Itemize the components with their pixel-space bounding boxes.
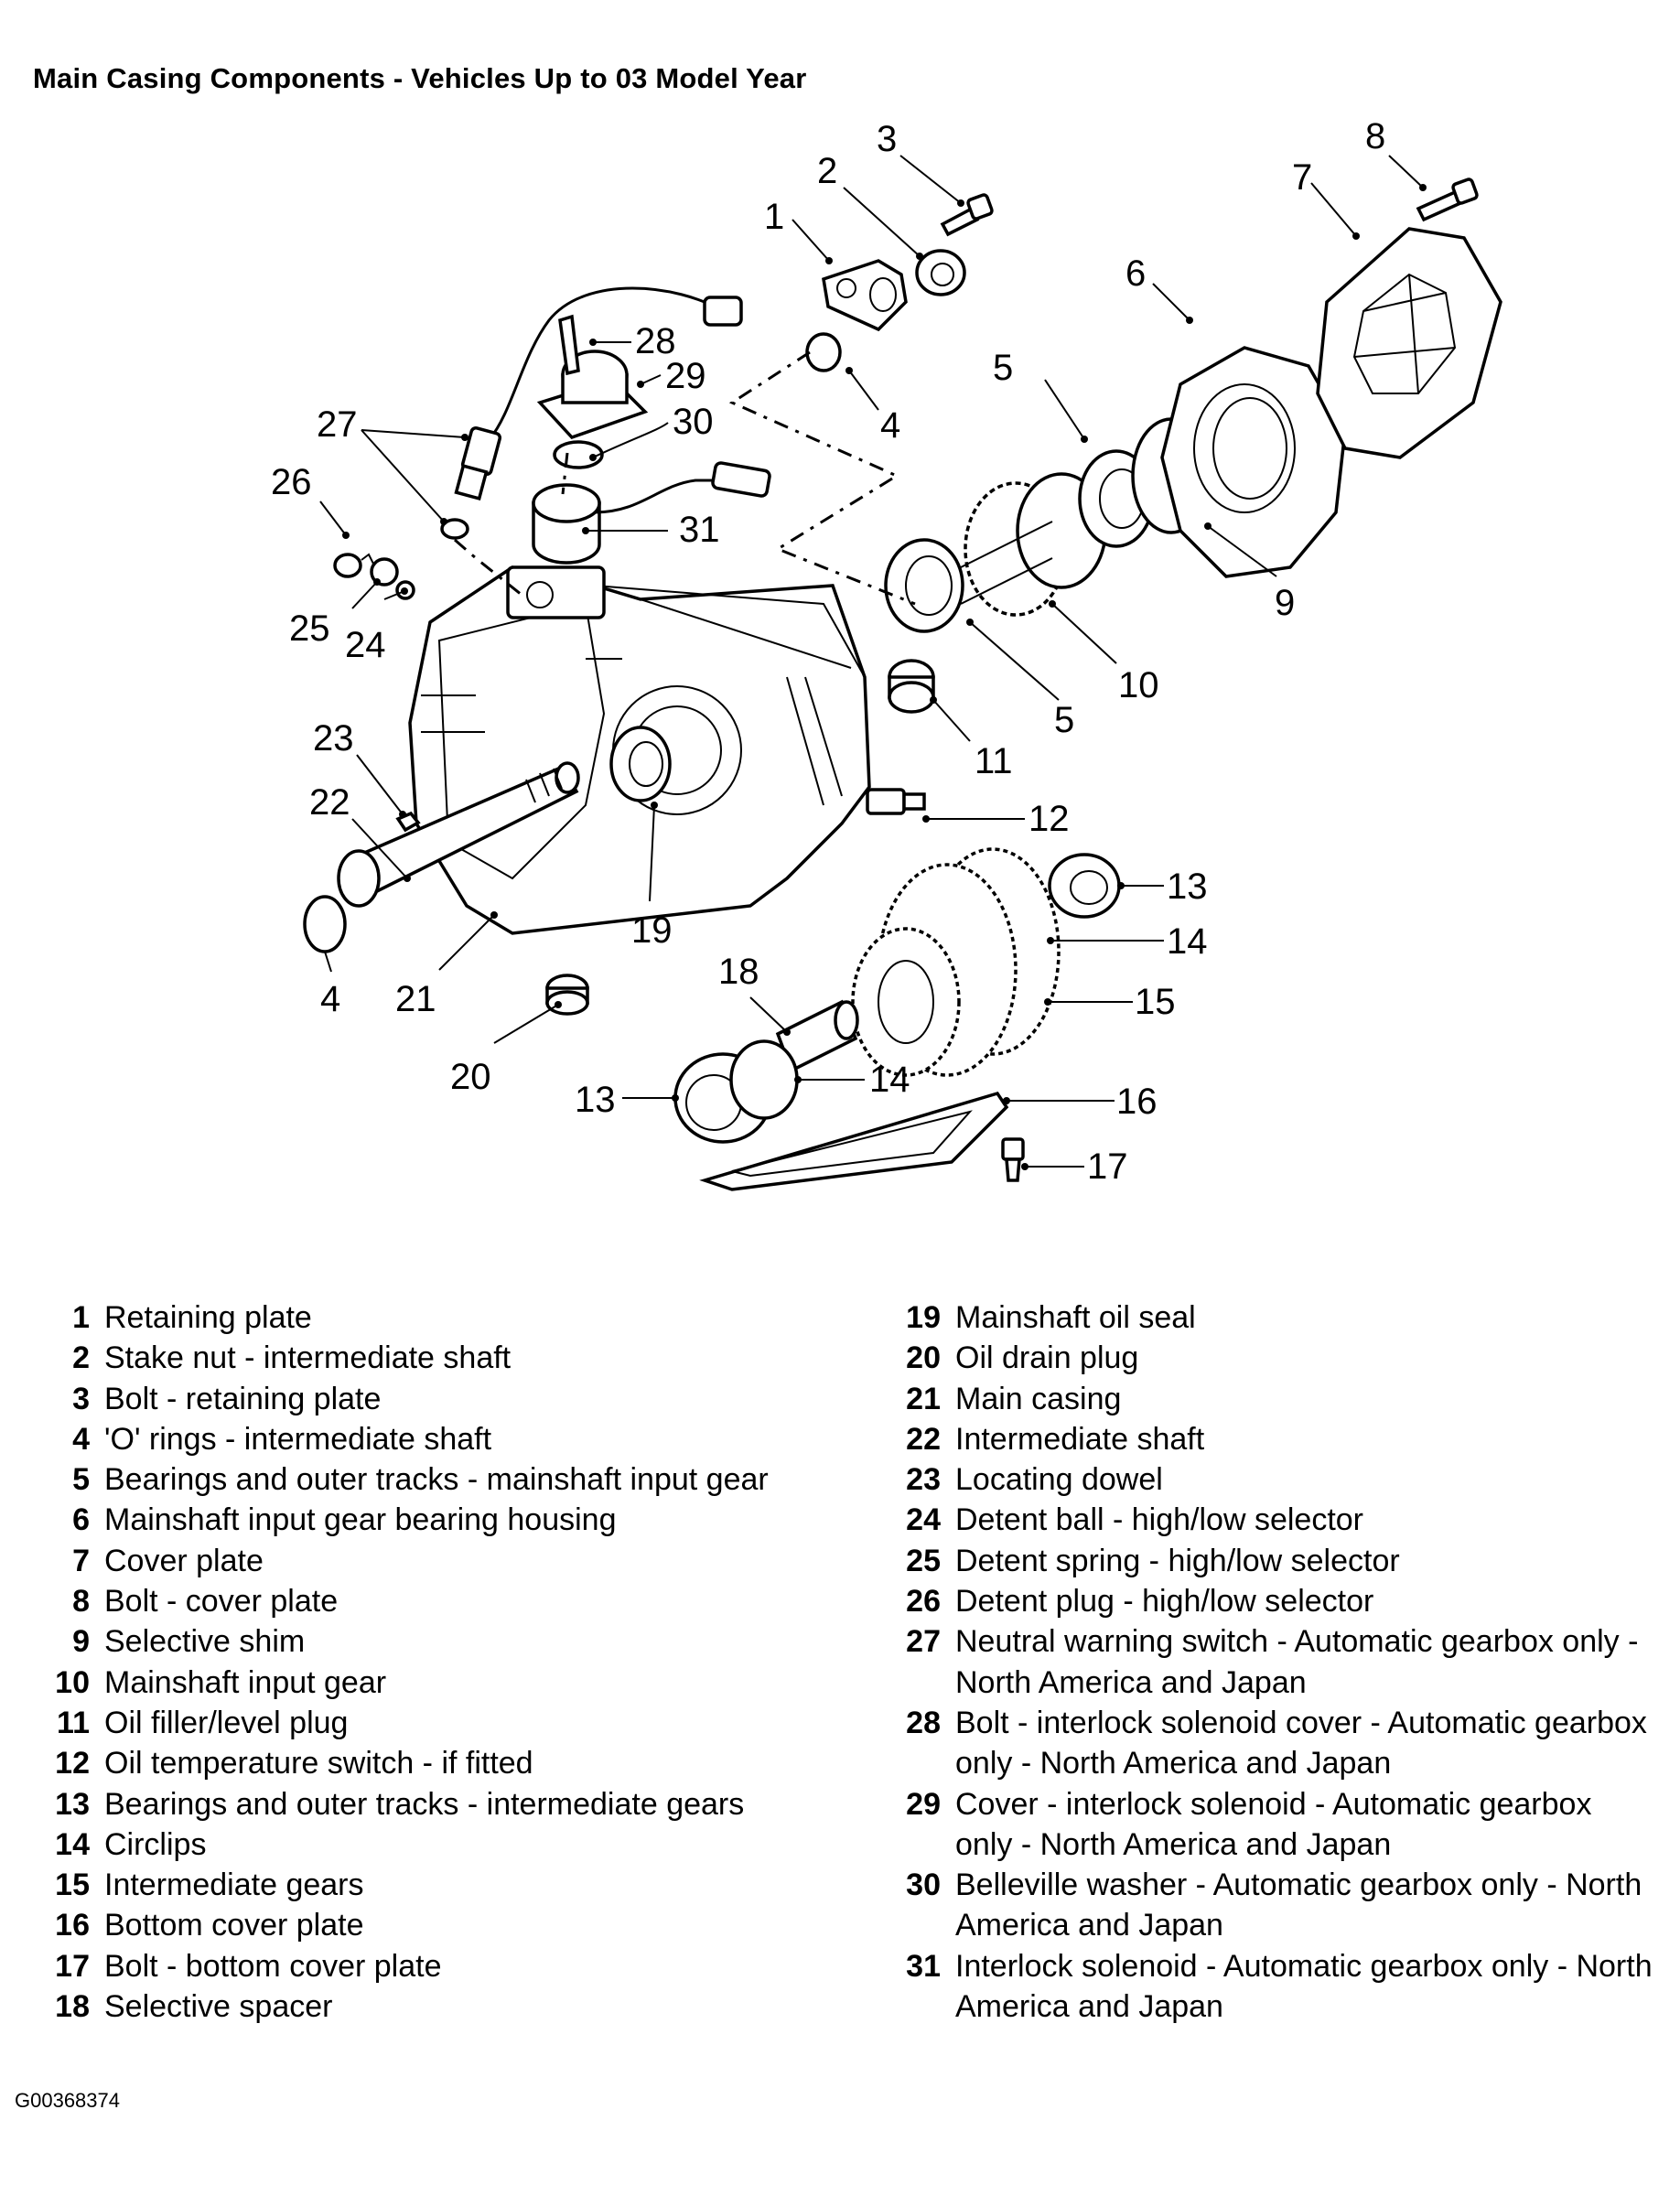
callout-19: 19 [631,910,673,951]
callout-16: 16 [1116,1082,1158,1122]
neutral-warning-switch-drawing [440,286,743,540]
callout-5: 5 [993,348,1013,388]
callout-28: 28 [635,321,676,361]
o-ring-lower-drawing [303,895,347,953]
callout-5-lower: 5 [1054,700,1074,740]
callout-1: 1 [764,197,784,237]
bottom-cover-bolt-drawing [1001,1137,1025,1182]
callout-13-lower: 13 [575,1080,616,1120]
exploded-view-diagram: 1 2 3 4 5 6 7 8 9 10 5 11 12 13 14 15 16… [271,116,1502,1191]
intermediate-shaft-drawing [337,761,580,908]
intermediate-bearing-upper-drawing [1048,853,1121,919]
callout-18: 18 [718,952,759,992]
retaining-plate-bolt-drawing [940,193,994,237]
bottom-cover-plate-drawing [699,1091,1009,1191]
cover-plate-bolt-drawing [1416,178,1479,222]
callout-23: 23 [313,718,354,759]
callout-27: 27 [317,404,358,445]
callout-9: 9 [1275,583,1295,623]
callout-22: 22 [309,782,350,823]
stake-nut-drawing [915,249,966,296]
callout-14: 14 [1167,921,1208,962]
intermediate-bearing-lower-drawing [673,1039,799,1144]
callout-4-lower: 4 [320,979,340,1019]
callout-25: 25 [289,608,330,649]
callout-24: 24 [345,625,386,665]
callout-31: 31 [679,510,720,550]
callout-4: 4 [880,405,900,446]
leader-lines [319,155,1427,1170]
bearing-housing-drawing [1160,346,1347,578]
figure-code: G00368374 [15,2089,120,2112]
assembly-lines [454,350,916,606]
callout-10: 10 [1118,665,1159,705]
diagram-title: Main Casing Components - Vehicles Up to … [33,62,807,94]
callout-30: 30 [673,402,714,442]
cover-plate-drawing [1316,227,1502,459]
callout-14-lower: 14 [869,1060,910,1100]
interlock-solenoid-drawing [532,461,771,565]
callout-7: 7 [1292,157,1312,198]
callout-13: 13 [1167,866,1208,907]
callout-21: 21 [395,979,436,1019]
intermediate-gears-drawing [851,847,1061,1077]
oil-temperature-switch-drawing [866,788,926,815]
callout-20: 20 [450,1057,491,1097]
callout-8: 8 [1365,116,1385,156]
mainshaft-input-gear-drawing [884,449,1155,633]
callout-12: 12 [1028,799,1070,839]
callout-17: 17 [1087,1146,1128,1187]
callout-6: 6 [1125,253,1146,294]
callout-29: 29 [665,356,706,396]
interlock-solenoid-cover-drawing [536,314,649,440]
callout-15: 15 [1135,982,1176,1022]
callout-3: 3 [877,119,897,159]
callout-11: 11 [975,741,1013,781]
legend-item: 4'O' rings - intermediate shaft [72,1421,492,1457]
mainshaft-oil-seal-drawing [609,726,672,802]
oil-drain-plug-drawing [545,974,589,1016]
callout-numbers: 1 2 3 4 5 6 7 8 9 10 5 11 12 13 14 15 16… [271,116,1385,1187]
callout-2: 2 [817,151,837,191]
oil-filler-plug-drawing [888,659,935,714]
o-ring-upper-drawing [805,332,842,372]
callout-26: 26 [271,462,312,502]
retaining-plate-drawing [822,259,908,332]
